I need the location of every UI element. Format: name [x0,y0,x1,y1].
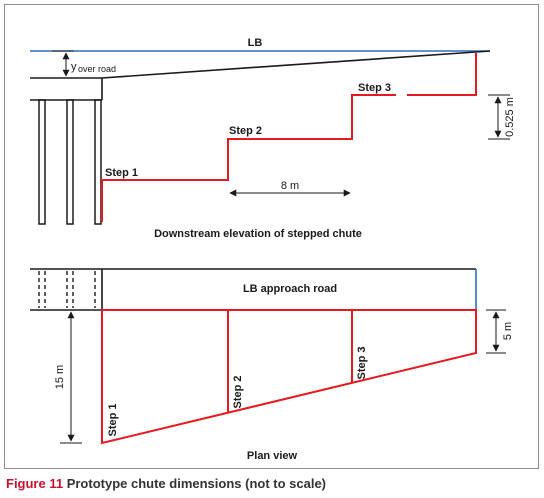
road-label: LB approach road [243,283,337,295]
plan-step-3-label: Step 3 [356,346,368,379]
road-slope-line [101,50,491,79]
stepped-chute-profile [101,94,396,222]
stepped-chute-profile-upper [407,53,477,96]
y-symbol: y [71,61,77,73]
figure-caption-text: Prototype chute dimensions (not to scale… [66,476,327,491]
elevation-view: LB y over road Step 1 Step 2 Step 3 8 m [30,37,516,240]
figure-caption: Figure 11 Prototype chute dimensions (no… [6,476,326,491]
elevation-step-1-label: Step 1 [105,167,138,179]
plan-view: LB approach road Step 1 Step 2 Step 3 15… [30,268,514,462]
plan-offset-dimension-label: 5 m [502,322,514,340]
plan-piers-dashed [38,271,96,308]
elevation-step-2-label: Step 2 [229,125,262,137]
lb-label: LB [248,37,263,49]
chute-plan-outline [101,309,477,445]
plan-step-1-label: Step 1 [107,403,119,436]
elevation-title: Downstream elevation of stepped chute [154,228,362,240]
chute-diagram: LB y over road Step 1 Step 2 Step 3 8 m [30,37,516,462]
plan-title: Plan view [247,450,298,462]
y-subscript: over road [78,64,116,74]
elevation-step-3-label: Step 3 [358,82,391,94]
spacing-dimension-label: 8 m [281,180,299,192]
figure-frame [4,4,539,469]
figure-number: Figure 11 [6,476,64,491]
height-dimension-label: 0.525 m [504,97,516,137]
plan-step-2-label: Step 2 [232,375,244,408]
plan-width-dimension-label: 15 m [54,365,66,389]
bridge-piers [38,99,102,225]
